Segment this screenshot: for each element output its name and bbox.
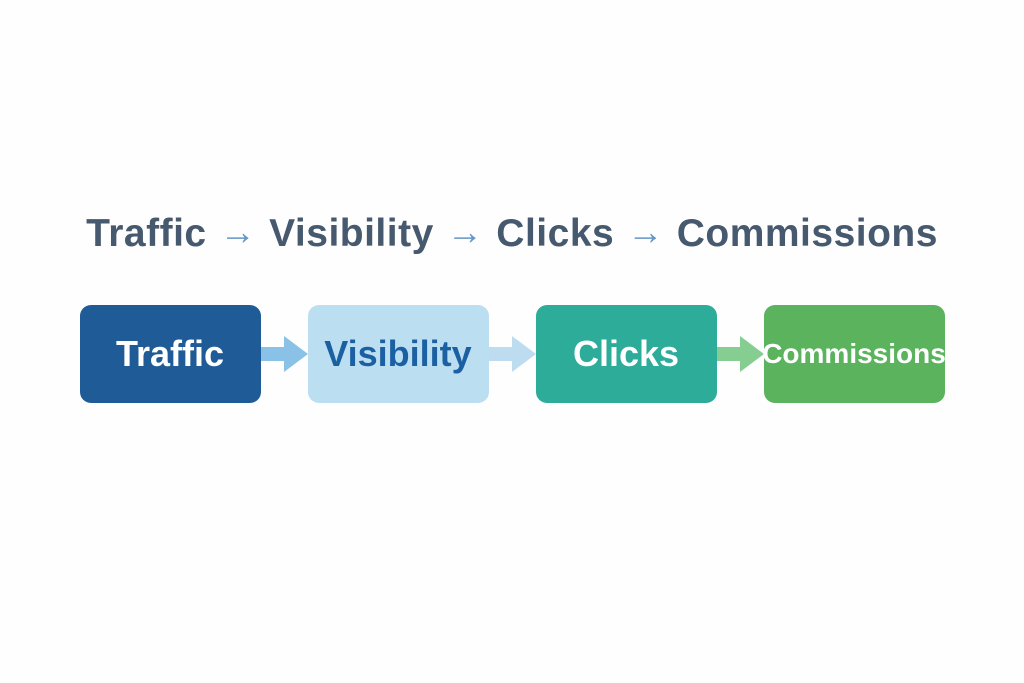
flow-step-label: Clicks <box>572 333 680 375</box>
flow-step-label: Commissions <box>762 338 946 370</box>
funnel-flow: Traffic Visibility Clicks Commissions <box>0 305 1024 404</box>
right-arrow-icon: → <box>446 210 484 252</box>
funnel-diagram: Traffic → Visibility → Clicks → Commissions Tr… <box>0 212 1024 683</box>
right-arrow-icon: → <box>627 210 664 252</box>
funnel-title: Traffic → Visibility → Clicks → Commissions <box>0 212 1024 253</box>
flow-step-label: Visibility <box>324 333 472 375</box>
title-step-clicks: Clicks <box>496 212 615 256</box>
flow-step-traffic: Traffic <box>79 305 261 404</box>
right-arrow-icon <box>260 336 308 373</box>
right-arrow-icon <box>716 336 764 373</box>
title-step-traffic: Traffic <box>86 212 207 256</box>
right-arrow-icon: → <box>219 210 257 252</box>
title-step-commissions: Commissions <box>676 212 938 256</box>
right-arrow-icon <box>488 336 536 373</box>
flow-step-label: Traffic <box>115 333 225 375</box>
flow-step-commissions: Commissions <box>762 305 946 404</box>
title-step-visibility: Visibility <box>269 212 434 256</box>
flow-step-clicks: Clicks <box>535 305 717 404</box>
flow-step-visibility: Visibility <box>307 305 489 404</box>
